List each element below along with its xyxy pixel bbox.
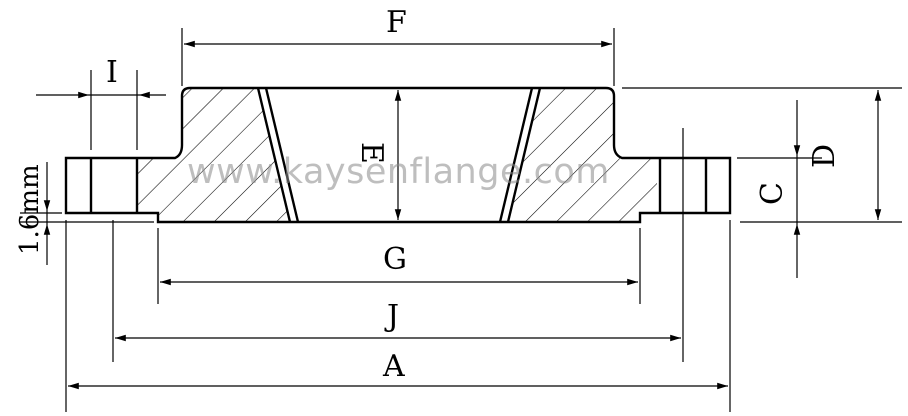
label-raised-face: 1.6mm	[15, 164, 45, 255]
label-I: I	[106, 55, 118, 90]
right-hatched-region	[508, 88, 657, 222]
label-E: E	[354, 142, 389, 164]
bore-lines	[256, 87, 542, 223]
bolt-holes	[89, 158, 708, 213]
left-hatched-region	[137, 88, 290, 222]
extension-lines	[20, 28, 902, 412]
label-G: G	[383, 242, 407, 277]
label-C: C	[755, 182, 790, 205]
label-D: D	[807, 144, 842, 168]
label-F: F	[386, 5, 407, 40]
label-A: A	[382, 349, 405, 384]
dimension-lines	[36, 40, 882, 390]
hatched-sections	[137, 88, 657, 222]
flange-outline	[64, 86, 732, 224]
watermark-text: www.kaysenflange.com	[187, 152, 610, 192]
label-J: J	[384, 299, 399, 334]
